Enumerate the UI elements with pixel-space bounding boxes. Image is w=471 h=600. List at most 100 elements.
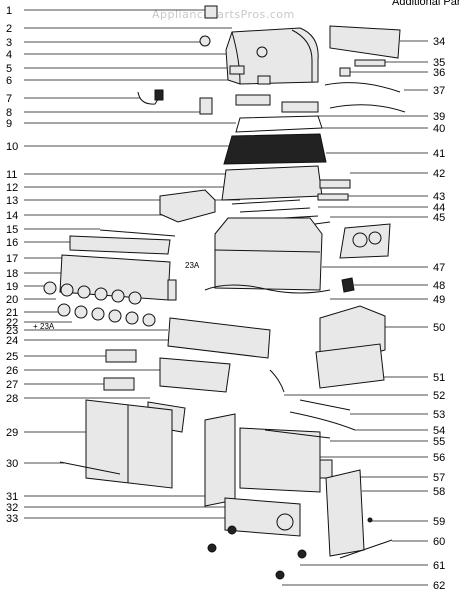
knob-icon (125, 311, 139, 325)
part-7-module (154, 89, 164, 101)
part-24-front-panel (167, 317, 271, 359)
side-burner-ring-a (352, 232, 368, 248)
callout-34: 34 (433, 36, 445, 48)
part-15-valve-row (69, 235, 171, 255)
knob-icon (77, 285, 91, 299)
part-3-knob (199, 35, 211, 47)
callout-18: 18 (6, 268, 18, 280)
callout-53: 53 (433, 409, 445, 421)
part-2-lid (225, 27, 319, 85)
left-leader-lines (24, 9, 262, 519)
callout-32: 32 (6, 502, 18, 514)
part-2-lid-edge (231, 31, 241, 85)
callout-49: 49 (433, 294, 445, 306)
part-6-clip (257, 75, 271, 85)
callout-23: 23 (6, 325, 18, 337)
part-37-wire-a (324, 82, 401, 93)
callout-59: 59 (433, 516, 445, 528)
callout-22: 22 (6, 317, 18, 329)
part-12-burner-tube-b (239, 207, 311, 213)
callout-42: 42 (433, 168, 445, 180)
callout-5: 5 (6, 63, 12, 75)
knob-icon (91, 307, 105, 321)
part-26-drip-tray (159, 357, 231, 393)
caster-wheel-icon (275, 570, 285, 580)
callout-14: 14 (6, 210, 18, 222)
part-23-igniter (167, 279, 177, 301)
part-18-22-knobs (43, 281, 156, 327)
part-32-back-panel (239, 427, 321, 493)
callout-39: 39 (433, 111, 445, 123)
part-30-door-handle (59, 461, 121, 475)
knob-icon (94, 287, 108, 301)
callout-48: 48 (433, 280, 445, 292)
part-55-rail (264, 429, 331, 439)
callout-55: 55 (433, 436, 445, 448)
part-4-thermometer (256, 46, 268, 58)
callout-56: 56 (433, 452, 445, 464)
part-25-tray (105, 349, 137, 363)
callout-11: 11 (6, 169, 17, 181)
part-side-burner (339, 223, 391, 259)
part-35-trim (354, 59, 386, 67)
callout-24: 24 (6, 335, 18, 347)
firebox-rim (214, 249, 321, 253)
callout-4: 4 (6, 49, 12, 61)
part-43-rod (317, 193, 349, 201)
note-23-plus: + (33, 322, 38, 331)
part-27-catch-pan (103, 377, 135, 391)
knob-icon (74, 305, 88, 319)
callout-19: 19 (6, 281, 18, 293)
callout-35: 35 (433, 57, 445, 69)
callout-27: 27 (6, 379, 18, 391)
casters (207, 525, 307, 580)
callout-10: 10 (6, 141, 18, 153)
caster-wheel-icon (207, 543, 217, 553)
right-leader-lines (282, 40, 428, 586)
side-burner-ring-b (368, 231, 382, 245)
callout-8: 8 (6, 107, 12, 119)
right-callout-numbers: 3435363739404142434445474849505152535455… (433, 36, 445, 592)
part-13-heat-shield (159, 189, 216, 223)
callout-3: 3 (6, 37, 12, 49)
part-58-side-panel (325, 469, 365, 557)
part-36-cap (339, 67, 351, 77)
callout-13: 13 (6, 195, 18, 207)
part-34-handle (329, 25, 401, 59)
part-7-wire (137, 91, 161, 105)
part-29-doors (85, 399, 173, 489)
callout-33: 33 (6, 513, 18, 525)
part-5-bracket (229, 65, 245, 75)
callout-45: 45 (433, 212, 445, 224)
part-9-burner-right (281, 101, 319, 113)
callout-40: 40 (433, 123, 445, 135)
part-37-wire-b (329, 104, 406, 113)
watermark-text: AppliancePartsPros.com (152, 8, 295, 21)
callout-50: 50 (433, 322, 445, 334)
knob-icon (142, 313, 156, 327)
part-47-firebox (214, 217, 323, 291)
callout-25: 25 (6, 351, 18, 363)
part-59-screw (367, 517, 373, 523)
part-57-latch (319, 459, 333, 479)
header-text: Additional Par (392, 0, 461, 8)
part-14-manifold (99, 229, 176, 237)
knob-icon (111, 289, 125, 303)
callout-61: 61 (433, 560, 445, 572)
callout-2: 2 (6, 23, 12, 35)
part-53-rail (299, 399, 351, 411)
knob-icon (57, 303, 71, 317)
caster-wheel-icon (297, 549, 307, 559)
note-23a-left: 23A (40, 322, 55, 331)
part-11-heat-plates (221, 165, 323, 201)
knob-icon (60, 283, 74, 297)
part-10-warming-rack (235, 115, 323, 133)
part-60-tool (339, 539, 393, 559)
callout-17: 17 (6, 253, 18, 265)
callout-9: 9 (6, 118, 12, 130)
callout-58: 58 (433, 486, 445, 498)
callout-28: 28 (6, 393, 18, 405)
callout-16: 16 (6, 237, 18, 249)
knob-icon (108, 309, 122, 323)
